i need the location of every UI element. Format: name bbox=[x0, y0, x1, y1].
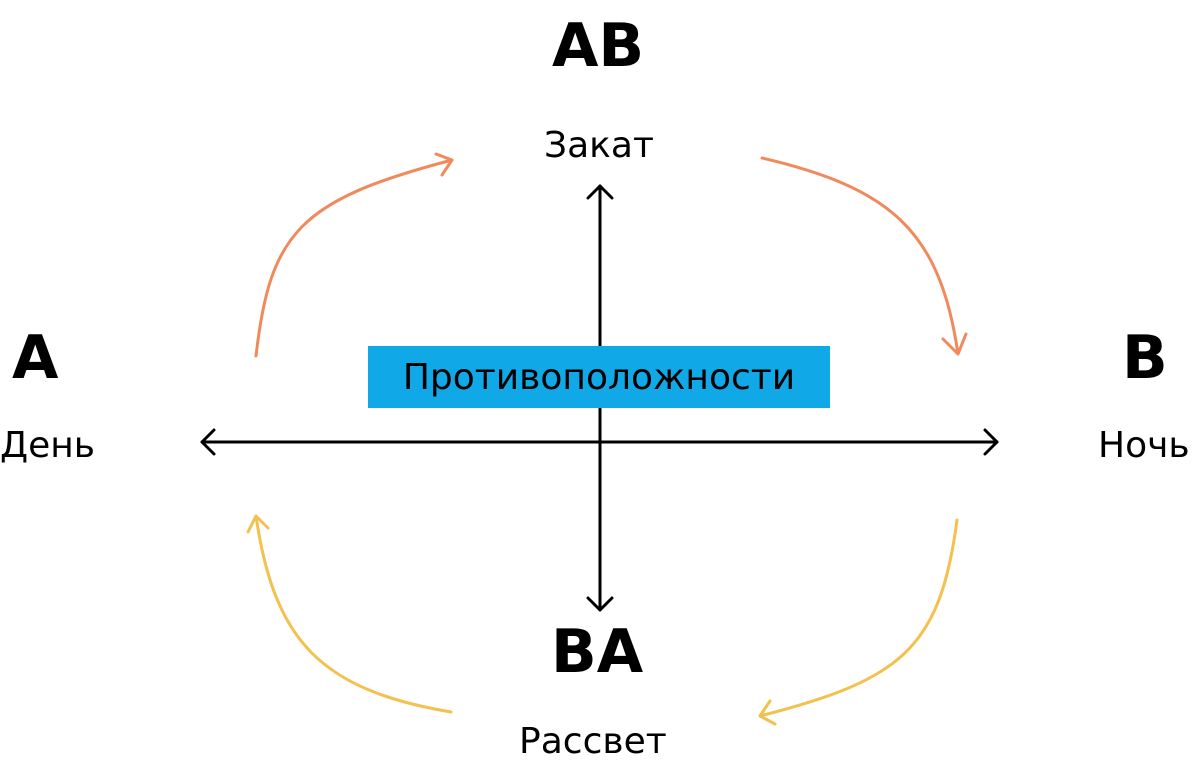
center-label: Противоположности bbox=[402, 356, 796, 398]
node-top-label: Закат bbox=[544, 125, 654, 166]
lower-transitions bbox=[246, 514, 959, 726]
node-bottom-letter: BA bbox=[551, 617, 644, 687]
arrow-dawn-to-day-head bbox=[246, 514, 270, 534]
node-right-letter: B bbox=[1122, 323, 1168, 393]
upper-transitions bbox=[254, 152, 968, 358]
node-top-letter: AB bbox=[552, 11, 645, 81]
arrow-dawn-to-day bbox=[254, 514, 453, 714]
arrow-sunset-to-night bbox=[760, 156, 960, 356]
node-left-letter: A bbox=[12, 323, 59, 393]
horizontal-axis-left-arrowhead bbox=[200, 428, 216, 456]
horizontal-axis-right-arrowhead bbox=[983, 428, 999, 456]
arrow-night-to-dawn-head bbox=[758, 699, 777, 726]
node-bottom-label: Рассвет bbox=[519, 721, 667, 762]
vertical-axis-bottom-arrowhead bbox=[586, 596, 614, 612]
center-label-box: Противоположности bbox=[368, 346, 830, 408]
arrow-day-to-sunset bbox=[254, 158, 454, 358]
arrow-day-to-sunset-head bbox=[434, 152, 454, 177]
node-left-label: День bbox=[0, 425, 96, 466]
node-right-label: Ночь bbox=[1098, 425, 1190, 466]
arrow-sunset-to-night-head bbox=[941, 332, 968, 356]
arrow-night-to-dawn bbox=[758, 518, 959, 718]
vertical-axis-top-arrowhead bbox=[586, 184, 614, 200]
